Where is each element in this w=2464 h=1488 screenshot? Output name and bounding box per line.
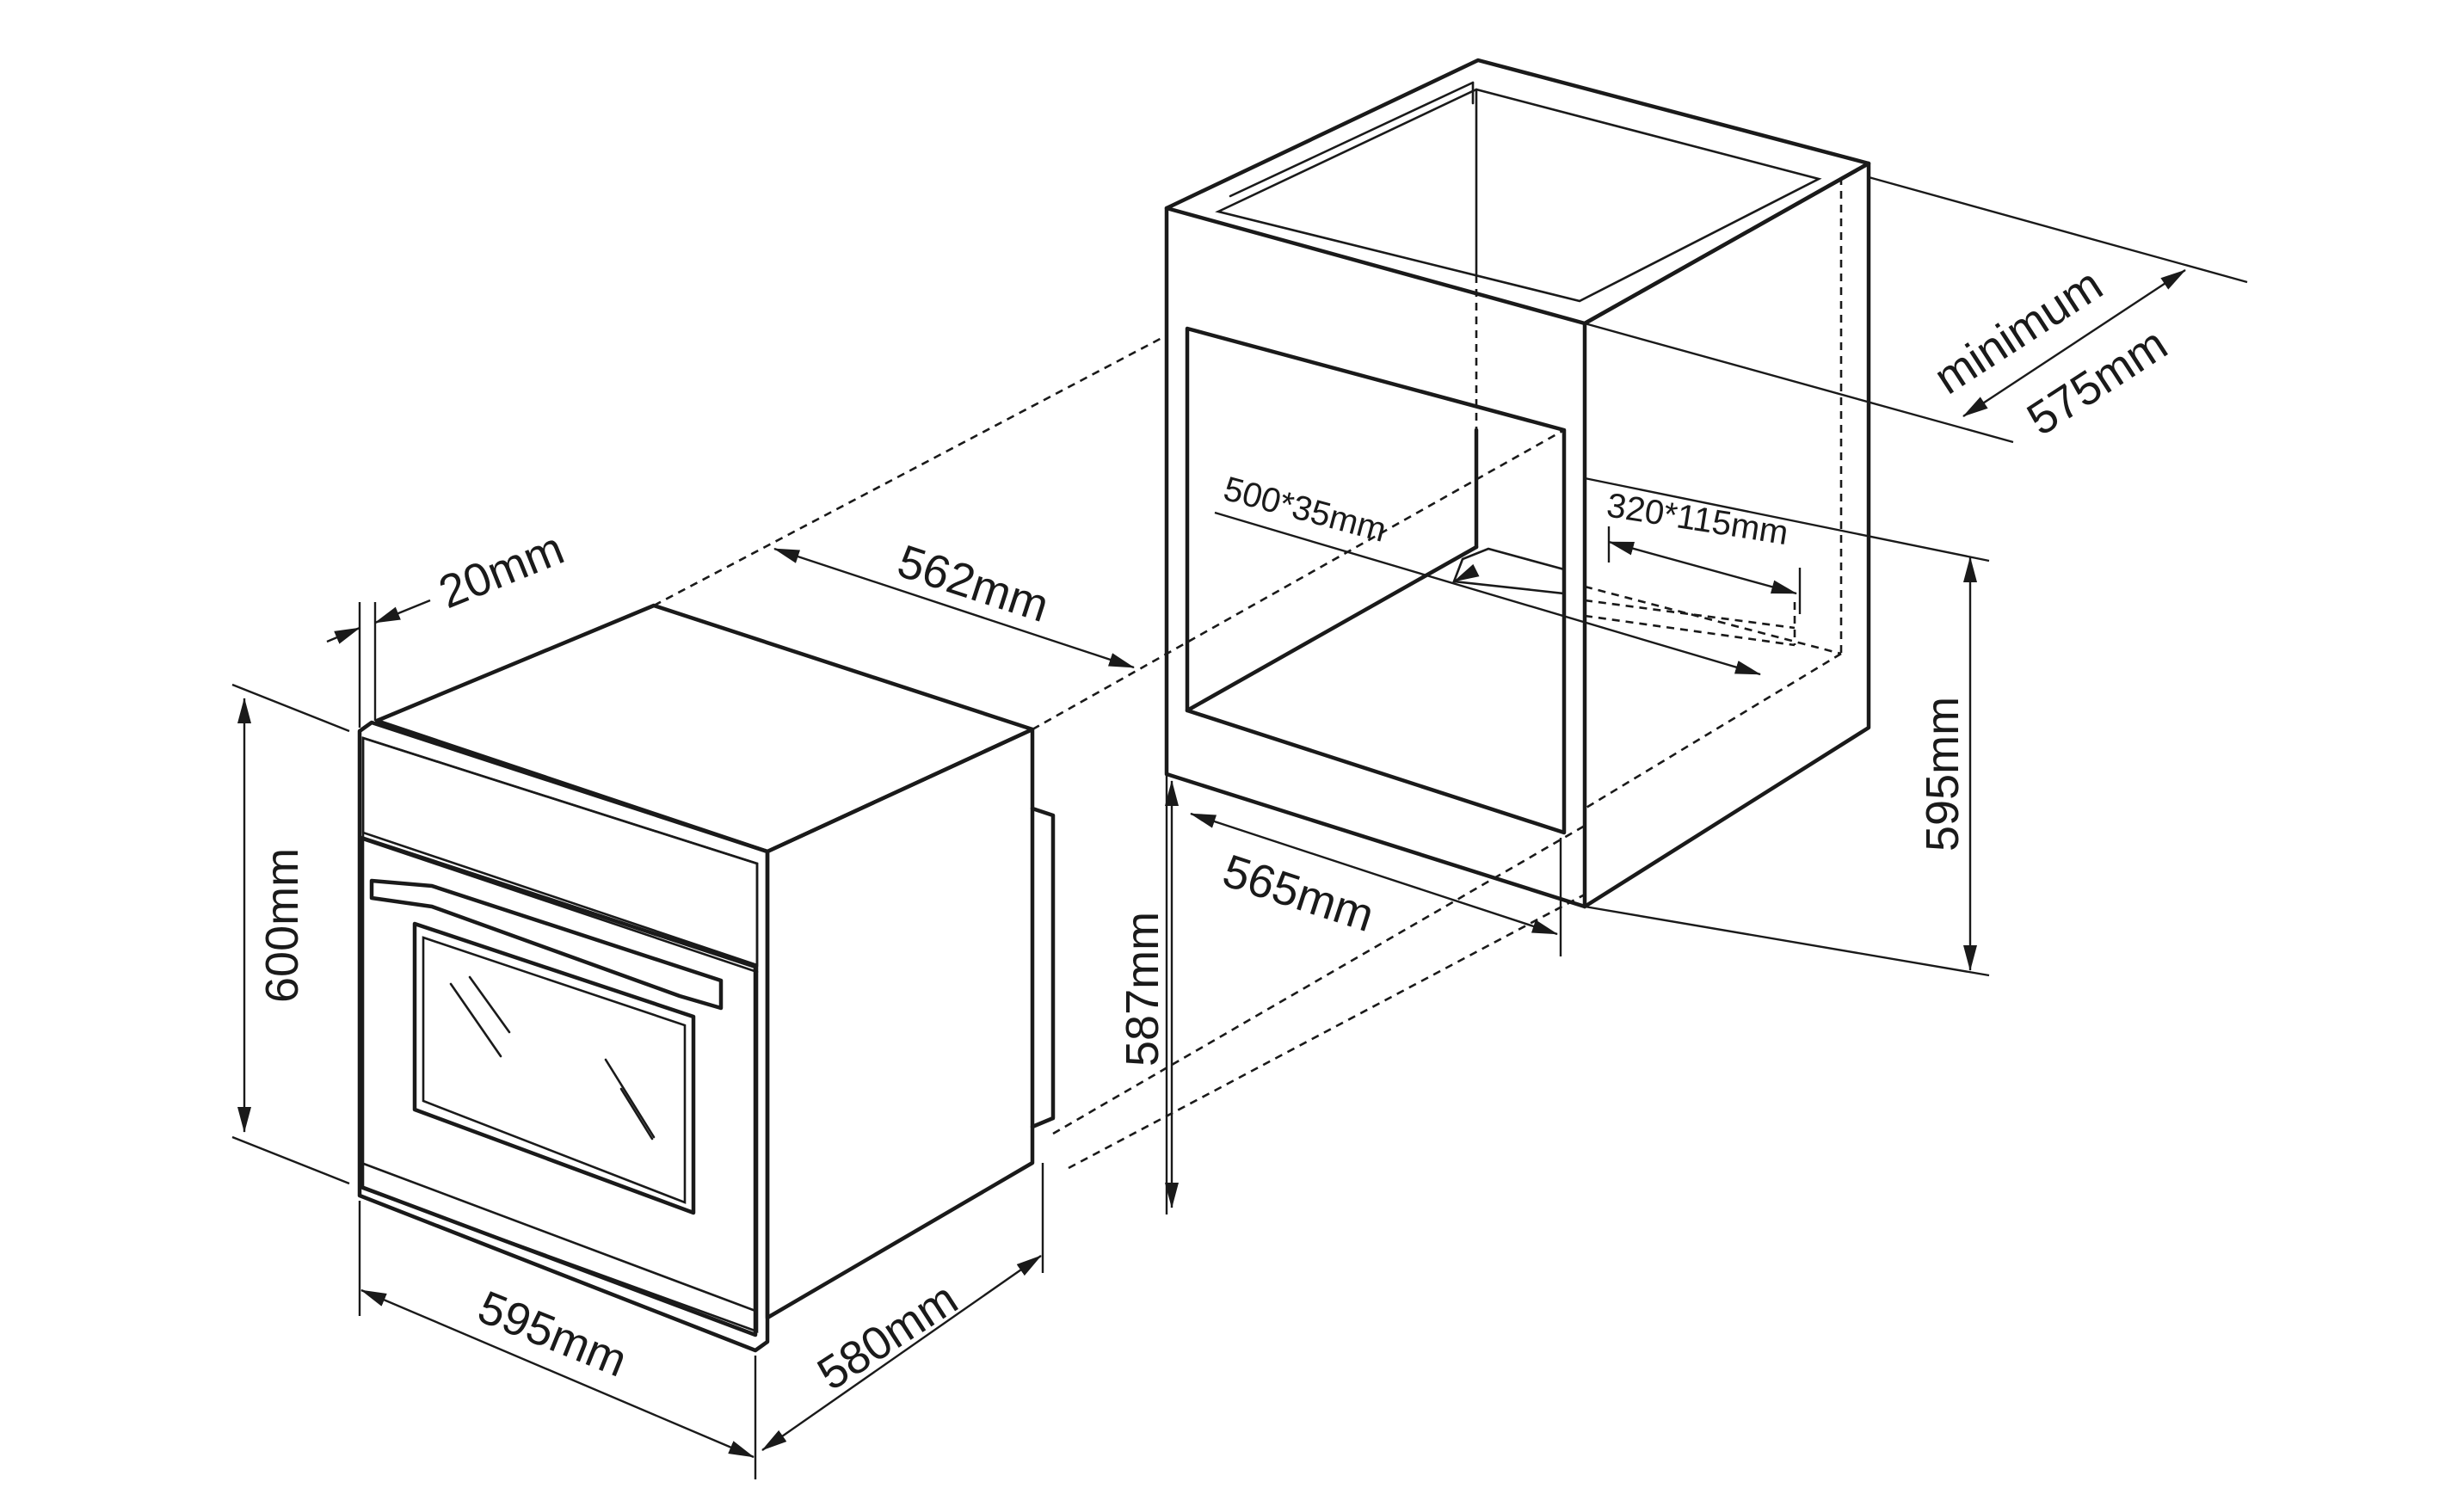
oven-door: [359, 835, 758, 1337]
door-bottom-strip: [360, 1161, 757, 1313]
label-oven-height: 600mm: [256, 848, 308, 1003]
projection-line: [1068, 893, 1586, 1170]
hidden-edge: [1584, 614, 1796, 647]
dimension-arrow-20: [326, 626, 360, 644]
label-vent-front: 500*35mm: [1220, 470, 1390, 550]
label-oven-depth: 580mm: [809, 1273, 967, 1400]
control-panel: [361, 736, 759, 967]
hidden-edge: [1584, 652, 1842, 810]
glass-reflection: [468, 975, 511, 1034]
vent-slot-500x35: [1452, 547, 1566, 595]
vent-320-arrow: [1608, 540, 1797, 595]
hidden-edge: [1584, 599, 1796, 630]
extension-line: [231, 1135, 350, 1185]
dimension-labels: 20mm 600mm 595mm 580mm 562mm 587mm 565mm…: [256, 258, 2177, 1400]
projection-line: [1032, 428, 1565, 731]
oven-rear-box: [1030, 806, 1056, 1129]
cabinet-side-face: [1582, 161, 1871, 909]
niche-floor-edge: [1185, 544, 1479, 713]
dimension-arrow-575: [1962, 268, 2186, 418]
cabinet-top-inner-edge: [1229, 81, 1475, 198]
dimension-arrow-565: [1190, 812, 1558, 936]
extension-line: [231, 683, 350, 733]
dimension-arrow-20: [374, 599, 431, 624]
dimension-arrow-580: [761, 1255, 1042, 1451]
label-niche-width: 565mm: [1217, 845, 1380, 942]
cabinet-drawing: [1164, 58, 1871, 909]
label-vent-back: 320*115mm: [1605, 486, 1791, 552]
oven-door-window: [412, 921, 696, 1215]
cabinet-niche-opening: [1185, 326, 1567, 835]
dimension-arrow-595w: [360, 1288, 755, 1459]
label-niche-height: 595mm: [1917, 697, 1968, 852]
vent-500-leader: [1214, 511, 1761, 676]
glass-reflection: [449, 982, 502, 1058]
oven-front-frame: [357, 720, 770, 1353]
hidden-edge: [1584, 585, 1842, 655]
extension-line: [1584, 477, 1990, 563]
dimension-lines: [231, 175, 2248, 1479]
oven-drawing: [357, 603, 1056, 1353]
oven-side-face: [765, 727, 1035, 1320]
oven-top-face: [374, 603, 1035, 854]
vent-500-leader: [1453, 563, 1480, 583]
extension-line: [1868, 175, 2248, 284]
projection-line: [653, 334, 1167, 607]
glass-reflection: [604, 1058, 656, 1139]
glass-reflection: [619, 1087, 654, 1141]
label-oven-thickness: 20mm: [432, 522, 571, 618]
oven-door-handle: [369, 878, 724, 1011]
extension-line: [1584, 322, 2014, 444]
label-recess-depth: 562mm: [891, 535, 1055, 632]
oven-window-inner: [422, 936, 687, 1204]
extension-line: [1584, 905, 1990, 977]
cabinet-top-opening: [1215, 88, 1822, 303]
label-niche-depth: 587mm: [1117, 912, 1168, 1067]
dimension-arrow-562: [773, 547, 1135, 669]
